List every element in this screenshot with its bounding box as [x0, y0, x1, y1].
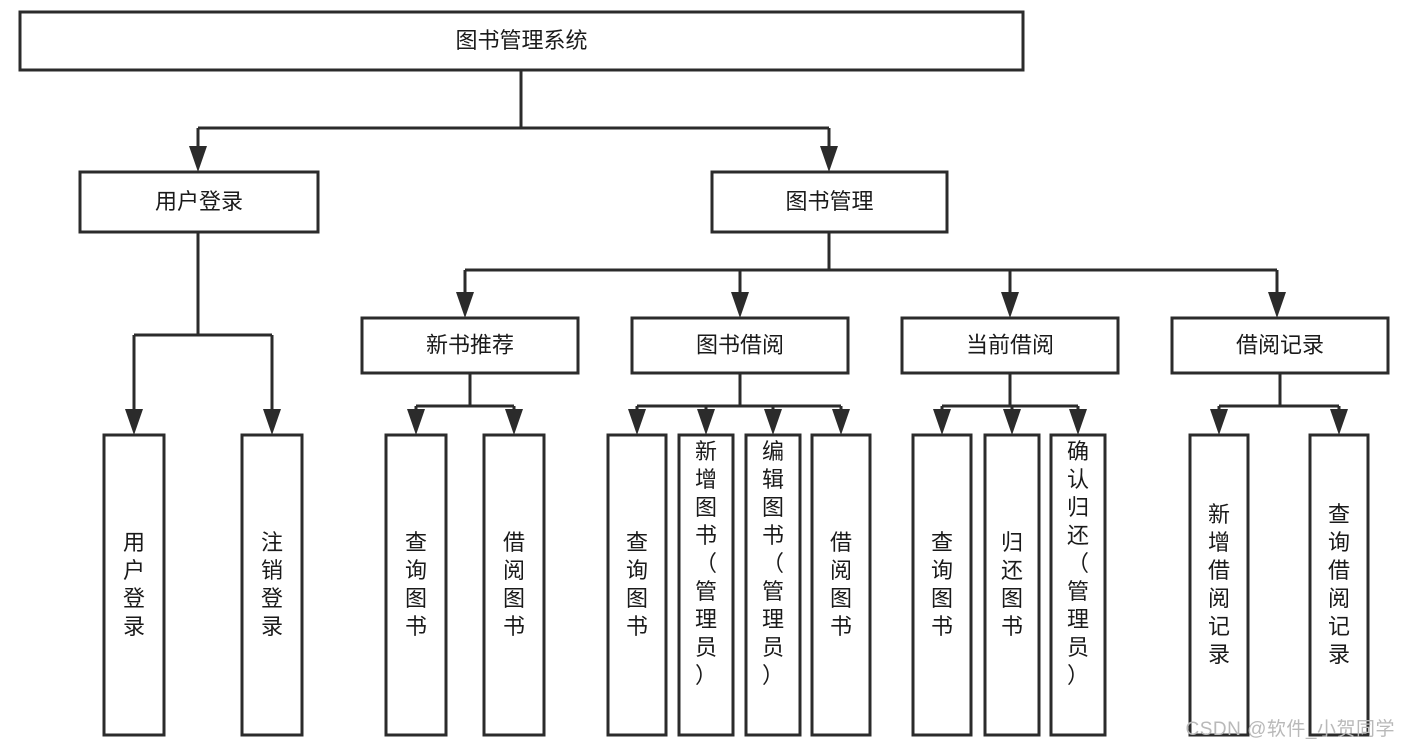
arrow-head-icon	[731, 292, 749, 318]
node-label-bb-add: 新增图书（管理员）	[695, 439, 717, 688]
arrow-head-icon	[263, 409, 281, 435]
arrow-head-icon	[1001, 292, 1019, 318]
node-borrow-record[interactable]: 借阅记录	[1170, 316, 1390, 375]
node-label-book-borrow: 图书借阅	[696, 332, 784, 357]
connector-layer	[125, 70, 1348, 435]
node-layer: 图书管理系统用户登录图书管理新书推荐图书借阅当前借阅借阅记录用户登录注销登录查询…	[18, 10, 1390, 737]
node-cb-confirm[interactable]: 确认归还（管理员）	[1049, 433, 1107, 737]
node-box-bb-edit[interactable]	[744, 433, 802, 737]
node-label-br-query: 查询借阅记录	[1328, 502, 1350, 667]
arrow-head-icon	[697, 409, 715, 435]
watermark-label: CSDN @软件_小贺同学	[1185, 719, 1395, 740]
node-bb-borrow[interactable]: 借阅图书	[810, 433, 872, 737]
node-box-bb-borrow[interactable]	[810, 433, 872, 737]
node-new-book-rec[interactable]: 新书推荐	[360, 316, 580, 375]
node-root[interactable]: 图书管理系统	[18, 10, 1025, 72]
node-box-bb-query[interactable]	[606, 433, 668, 737]
node-label-bb-borrow: 借阅图书	[830, 530, 852, 639]
node-box-nb-borrow[interactable]	[482, 433, 546, 737]
node-label-root: 图书管理系统	[455, 28, 587, 53]
node-box-br-add[interactable]	[1188, 433, 1250, 737]
arrow-head-icon	[407, 409, 425, 435]
arrow-head-icon	[933, 409, 951, 435]
node-box-current-borrow[interactable]	[900, 316, 1120, 375]
node-cb-return[interactable]: 归还图书	[983, 433, 1041, 737]
node-label-leaf-user-login: 用户登录	[123, 530, 145, 639]
node-user-login[interactable]: 用户登录	[78, 170, 320, 234]
node-label-leaf-user-logout: 注销登录	[261, 530, 283, 639]
node-br-add[interactable]: 新增借阅记录	[1188, 433, 1250, 737]
node-label-current-borrow: 当前借阅	[966, 332, 1054, 357]
node-box-book-manage[interactable]	[710, 170, 949, 234]
node-box-cb-confirm[interactable]	[1049, 433, 1107, 737]
arrow-head-icon	[1330, 409, 1348, 435]
node-bb-add[interactable]: 新增图书（管理员）	[677, 433, 735, 737]
node-br-query[interactable]: 查询借阅记录	[1308, 433, 1370, 737]
node-label-br-add: 新增借阅记录	[1208, 502, 1230, 667]
node-book-borrow[interactable]: 图书借阅	[630, 316, 850, 375]
arrow-head-icon	[456, 292, 474, 318]
arrow-head-icon	[832, 409, 850, 435]
node-label-cb-confirm: 确认归还（管理员）	[1067, 439, 1089, 688]
node-label-nb-borrow: 借阅图书	[503, 530, 525, 639]
node-box-cb-return[interactable]	[983, 433, 1041, 737]
node-label-bb-edit: 编辑图书（管理员）	[762, 439, 784, 688]
node-box-leaf-user-login[interactable]	[102, 433, 166, 737]
node-label-user-login: 用户登录	[155, 189, 243, 214]
node-box-nb-query[interactable]	[384, 433, 448, 737]
node-bb-edit[interactable]: 编辑图书（管理员）	[744, 433, 802, 737]
arrow-head-icon	[505, 409, 523, 435]
arrow-head-icon	[764, 409, 782, 435]
arrow-head-icon	[189, 146, 207, 172]
node-bb-query[interactable]: 查询图书	[606, 433, 668, 737]
arrow-head-icon	[820, 146, 838, 172]
node-nb-borrow[interactable]: 借阅图书	[482, 433, 546, 737]
arrow-head-icon	[1210, 409, 1228, 435]
node-label-cb-return: 归还图书	[1001, 530, 1023, 639]
arrow-head-icon	[1069, 409, 1087, 435]
node-box-bb-add[interactable]	[677, 433, 735, 737]
node-box-leaf-user-logout[interactable]	[240, 433, 304, 737]
node-box-borrow-record[interactable]	[1170, 316, 1390, 375]
node-box-new-book-rec[interactable]	[360, 316, 580, 375]
node-box-root[interactable]	[18, 10, 1025, 72]
arrow-head-icon	[1003, 409, 1021, 435]
node-box-user-login[interactable]	[78, 170, 320, 234]
node-label-bb-query: 查询图书	[626, 530, 648, 639]
node-leaf-user-login[interactable]: 用户登录	[102, 433, 166, 737]
arrow-head-icon	[628, 409, 646, 435]
node-box-cb-query[interactable]	[911, 433, 973, 737]
arrow-head-icon	[1268, 292, 1286, 318]
node-label-book-manage: 图书管理	[785, 189, 873, 214]
node-box-br-query[interactable]	[1308, 433, 1370, 737]
node-box-book-borrow[interactable]	[630, 316, 850, 375]
node-label-borrow-record: 借阅记录	[1236, 332, 1324, 357]
node-book-manage[interactable]: 图书管理	[710, 170, 949, 234]
node-current-borrow[interactable]: 当前借阅	[900, 316, 1120, 375]
node-nb-query[interactable]: 查询图书	[384, 433, 448, 737]
node-cb-query[interactable]: 查询图书	[911, 433, 973, 737]
node-label-nb-query: 查询图书	[405, 530, 427, 639]
node-leaf-user-logout[interactable]: 注销登录	[240, 433, 304, 737]
node-label-new-book-rec: 新书推荐	[426, 332, 514, 357]
arrow-head-icon	[125, 409, 143, 435]
node-label-cb-query: 查询图书	[931, 530, 953, 639]
